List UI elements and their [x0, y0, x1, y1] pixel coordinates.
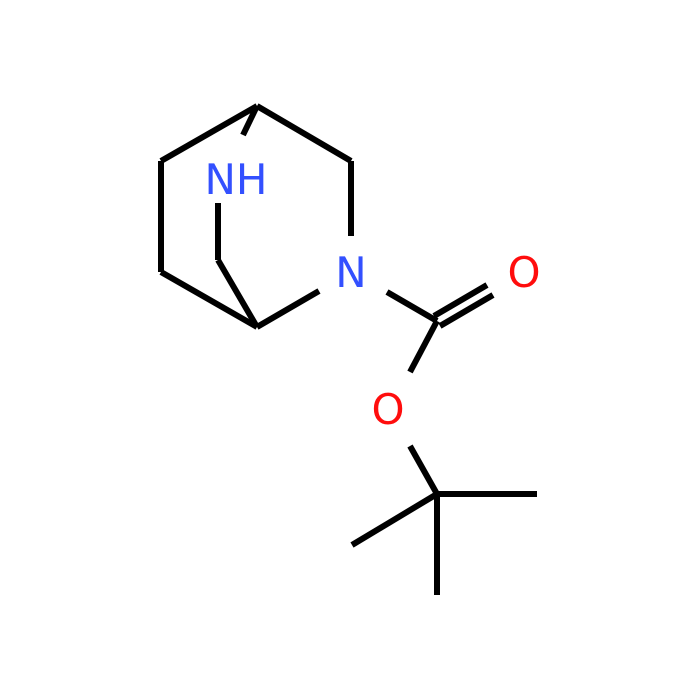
bond-ester-o-to-quaternary	[407, 444, 440, 496]
bond-top-bridgehead-to-nh	[240, 104, 260, 137]
bond-n-to-carbonyl-carbon	[385, 289, 439, 324]
bond-bridgehead-top-right	[255, 103, 353, 164]
atom-label-n: N	[335, 248, 366, 297]
atom-label-nh: NH	[205, 155, 268, 204]
bond-bridgehead-top-left	[159, 103, 259, 164]
bond-n-to-bottom-bridgehead	[255, 288, 321, 330]
bond-left-to-bottom-bridgehead	[159, 269, 259, 330]
atom-label-o-carbonyl: O	[507, 248, 540, 297]
bond-carbonyl-to-ester-o	[407, 319, 440, 374]
bond-carbonyl-double-2	[438, 292, 495, 329]
bond-bridge-to-bottom-bridgehead	[215, 258, 260, 329]
atom-label-o-ester: O	[371, 385, 404, 434]
bond-tbutyl-methyl-left	[350, 491, 439, 548]
bond-carbonyl-double-1	[432, 282, 489, 319]
